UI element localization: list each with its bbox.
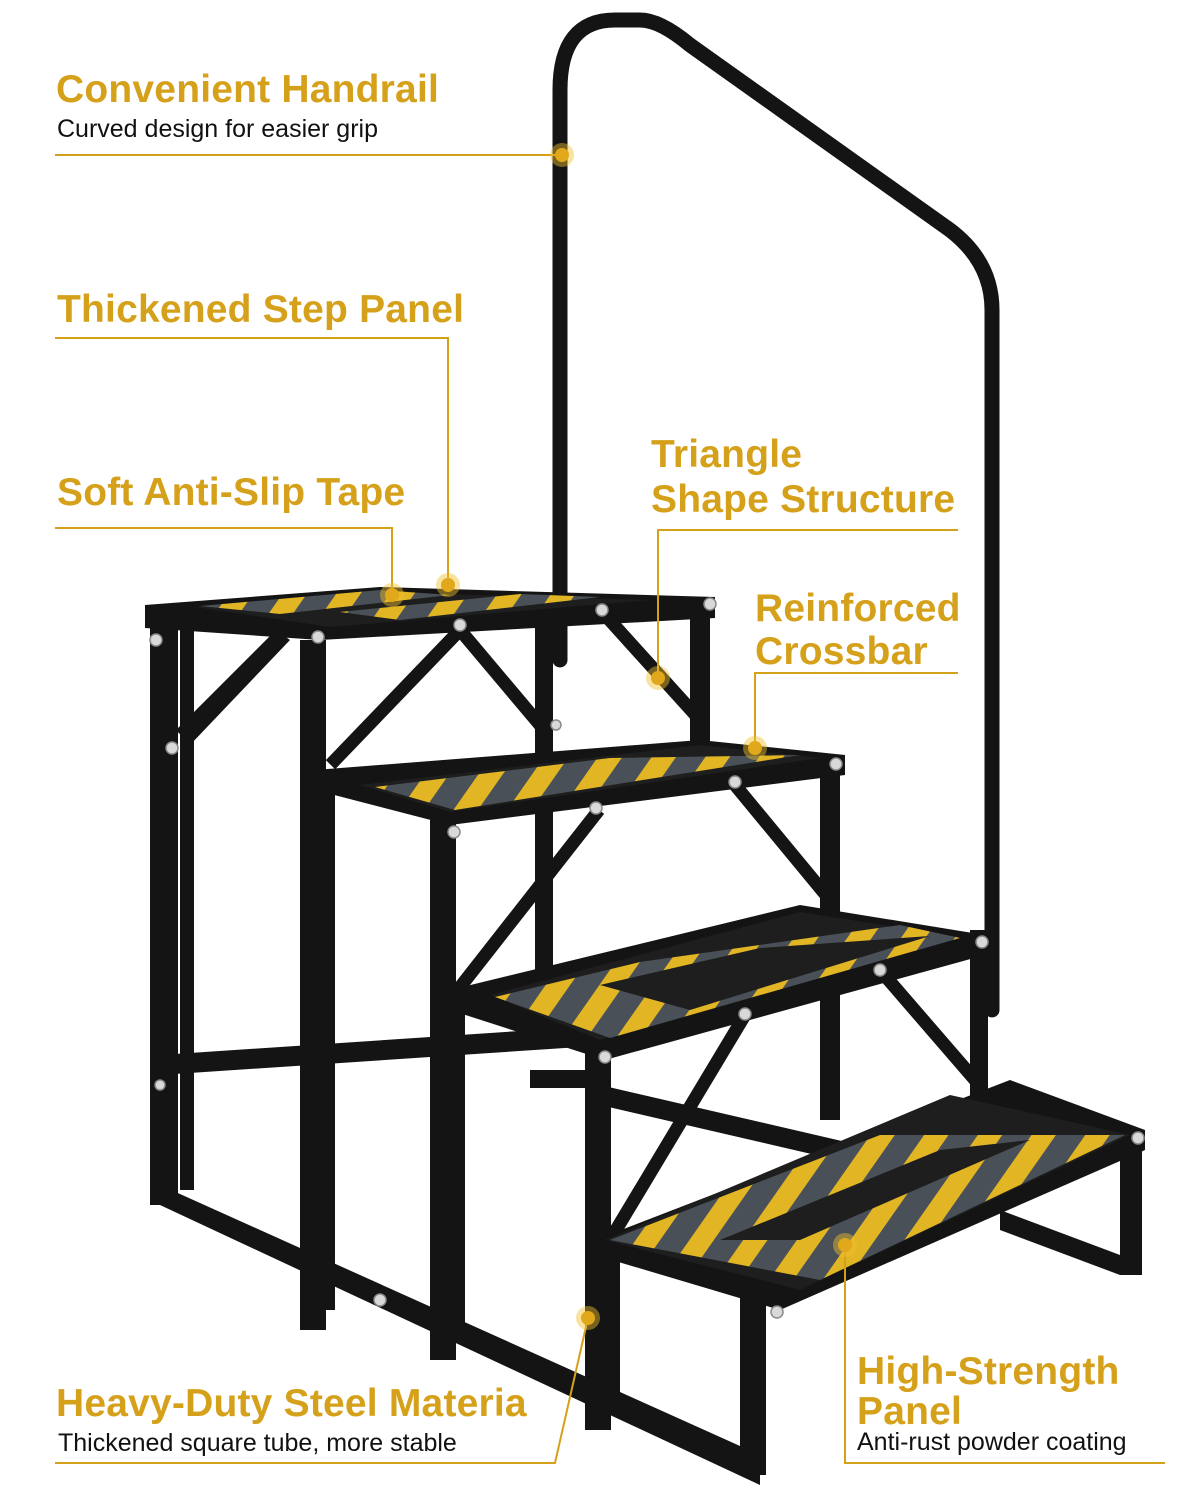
step-panel-title: Thickened Step Panel bbox=[57, 288, 465, 331]
steel-subtitle: Thickened square tube, more stable bbox=[58, 1429, 457, 1457]
top-step bbox=[145, 587, 715, 770]
crossbar-title-line1: Reinforced bbox=[755, 587, 961, 630]
second-step bbox=[315, 740, 845, 1010]
callout-dots bbox=[380, 143, 857, 1330]
triangle-title-line2: Shape Structure bbox=[651, 478, 956, 521]
handrail-subtitle: Curved design for easier grip bbox=[57, 115, 378, 143]
high-strength-title-line2: Panel bbox=[857, 1390, 963, 1433]
anti-slip-title: Soft Anti-Slip Tape bbox=[57, 471, 406, 514]
high-strength-title-line1: High-Strength bbox=[857, 1350, 1120, 1393]
steel-frame bbox=[150, 615, 1142, 1485]
crossbar-title-line2: Crossbar bbox=[755, 630, 928, 673]
bolts bbox=[149, 597, 1145, 1319]
high-strength-subtitle: Anti-rust powder coating bbox=[857, 1428, 1127, 1456]
triangle-title-line1: Triangle bbox=[651, 433, 803, 476]
third-step bbox=[450, 905, 985, 1249]
callout-lines bbox=[55, 154, 1165, 1464]
handrail bbox=[552, 12, 1000, 1018]
steel-title: Heavy-Duty Steel Materia bbox=[56, 1382, 527, 1425]
bottom-step bbox=[595, 1080, 1145, 1310]
handrail-title: Convenient Handrail bbox=[56, 68, 440, 111]
